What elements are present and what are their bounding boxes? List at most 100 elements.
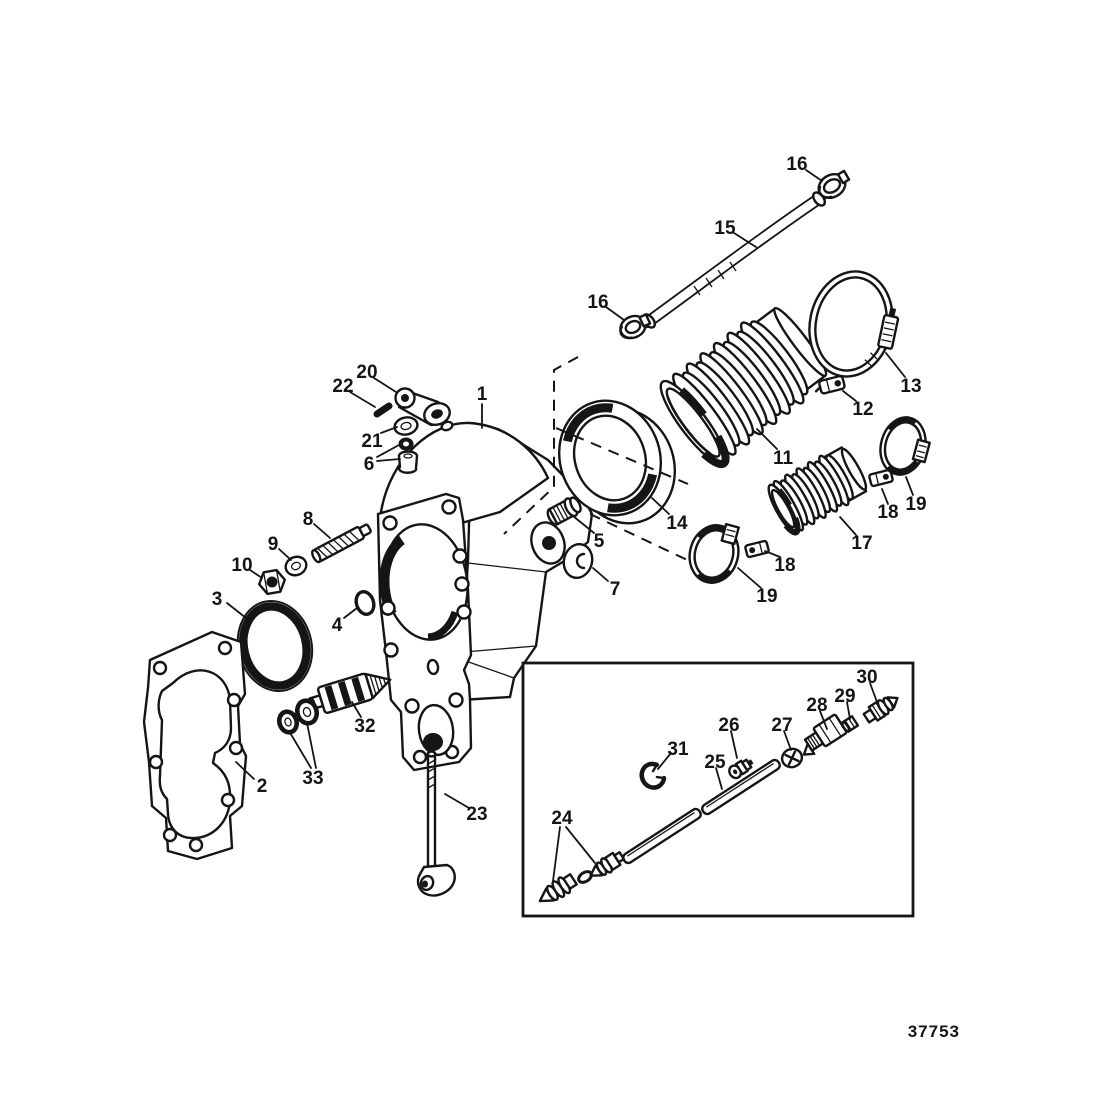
callout-28: 28 bbox=[806, 695, 827, 716]
callout-11: 11 bbox=[773, 448, 794, 469]
roll-pin bbox=[373, 402, 393, 418]
callout-leader-28 bbox=[819, 710, 828, 730]
callout-leader-29 bbox=[846, 701, 851, 720]
callout-4: 4 bbox=[332, 615, 343, 636]
callout-leader-24 bbox=[552, 826, 561, 882]
callout-leader-10 bbox=[249, 569, 263, 579]
callout-22: 22 bbox=[332, 376, 353, 397]
callout-30: 30 bbox=[856, 667, 877, 688]
flange-bolt-holes bbox=[380, 499, 472, 765]
callout-23: 23 bbox=[466, 804, 487, 825]
callout-14: 14 bbox=[666, 513, 688, 534]
callout-leader-27 bbox=[783, 730, 792, 751]
callout-15: 15 bbox=[714, 218, 736, 239]
flat-washer bbox=[284, 555, 308, 577]
bell-housing bbox=[376, 421, 594, 772]
callout-leader-30 bbox=[869, 682, 878, 703]
shift-cable-bellows bbox=[765, 446, 868, 536]
axis-dashed-line-upper bbox=[555, 427, 689, 485]
water-tube bbox=[416, 750, 456, 897]
barb-fitting-b bbox=[589, 851, 625, 877]
callout-leader-9 bbox=[278, 548, 292, 561]
callout-leader-2 bbox=[235, 761, 255, 780]
callout-33: 33 bbox=[302, 768, 323, 789]
callout-2: 2 bbox=[257, 776, 268, 797]
callout-leader-3 bbox=[226, 602, 247, 619]
bellows-clip-upper bbox=[814, 374, 846, 395]
callout-leader-4 bbox=[343, 607, 358, 619]
callout-21: 21 bbox=[361, 431, 383, 452]
pickup-tube-a bbox=[622, 807, 702, 865]
callout-leader-23 bbox=[444, 793, 470, 809]
callout-leader-11 bbox=[756, 428, 778, 450]
callout-20: 20 bbox=[356, 362, 377, 383]
callout-24: 24 bbox=[551, 808, 573, 829]
callout-6: 6 bbox=[364, 454, 375, 475]
callout-leader-31 bbox=[657, 752, 672, 770]
gasket bbox=[142, 630, 248, 861]
callout-18: 18 bbox=[877, 502, 898, 523]
callout-31: 31 bbox=[667, 739, 689, 760]
callout-25: 25 bbox=[704, 752, 726, 773]
callout-leader-19 bbox=[737, 567, 762, 589]
mounting-stud bbox=[311, 523, 372, 564]
callout-1: 1 bbox=[477, 384, 488, 405]
sealing-washer bbox=[562, 542, 594, 580]
callout-leader-6 bbox=[376, 458, 401, 462]
callout-leader-18 bbox=[881, 488, 889, 505]
callout-27: 27 bbox=[771, 715, 792, 736]
cap-washer bbox=[780, 747, 804, 769]
callout-29: 29 bbox=[834, 686, 855, 707]
callout-10: 10 bbox=[231, 555, 252, 576]
callout-leader-15 bbox=[733, 232, 757, 248]
callout-16: 16 bbox=[587, 292, 608, 313]
callout-leader-25 bbox=[715, 767, 723, 790]
callout-19: 19 bbox=[905, 494, 926, 515]
callout-5: 5 bbox=[594, 531, 605, 552]
callout-leader-14 bbox=[651, 497, 670, 515]
callout-8: 8 bbox=[303, 509, 314, 530]
callout-7: 7 bbox=[610, 579, 621, 600]
axis-dashed-line-lower bbox=[589, 513, 701, 567]
tube-fitting bbox=[728, 758, 754, 780]
exhaust-bellows-ring bbox=[557, 399, 677, 525]
callout-leader-33 bbox=[306, 722, 317, 769]
exhaust-hose bbox=[641, 191, 827, 329]
callout-leader-22 bbox=[349, 391, 376, 408]
bellows-clamp-right bbox=[879, 416, 931, 476]
callout-16: 16 bbox=[786, 154, 807, 175]
callout-layer: 1234567891011121314151616171818191920212… bbox=[212, 154, 927, 882]
callout-leader-16 bbox=[805, 169, 823, 182]
callout-leader-8 bbox=[313, 523, 331, 539]
lever-washer bbox=[393, 416, 419, 436]
exhaust-bellows bbox=[656, 306, 828, 469]
callout-leader-21 bbox=[380, 426, 398, 434]
barb-fitting-a bbox=[538, 873, 578, 903]
callout-3: 3 bbox=[212, 589, 223, 610]
callout-leader-6 bbox=[376, 444, 400, 458]
callout-leader-26 bbox=[730, 730, 738, 759]
seal-rings bbox=[276, 698, 320, 735]
callout-leader-20 bbox=[373, 377, 397, 393]
callout-19: 19 bbox=[756, 586, 777, 607]
hose-clamp-small-upper bbox=[817, 169, 851, 200]
callout-17: 17 bbox=[851, 533, 872, 554]
callout-leader-33 bbox=[288, 730, 312, 769]
callout-leader-17 bbox=[839, 516, 857, 536]
hose-clamp-small-lower bbox=[619, 313, 652, 340]
pickup-tube-b bbox=[701, 758, 781, 816]
bellows-clip-bottom bbox=[744, 539, 770, 559]
callout-12: 12 bbox=[852, 399, 873, 420]
callout-leader-16 bbox=[605, 306, 625, 321]
bushing-pair bbox=[397, 437, 419, 474]
callout-leader-24 bbox=[565, 826, 596, 864]
figure-number: 37753 bbox=[908, 1022, 960, 1041]
callout-9: 9 bbox=[268, 534, 279, 555]
callout-32: 32 bbox=[354, 716, 375, 737]
callout-leader-18 bbox=[764, 550, 781, 558]
shift-lever-arm bbox=[394, 387, 454, 432]
callout-18: 18 bbox=[774, 555, 795, 576]
callout-leader-7 bbox=[592, 567, 609, 582]
